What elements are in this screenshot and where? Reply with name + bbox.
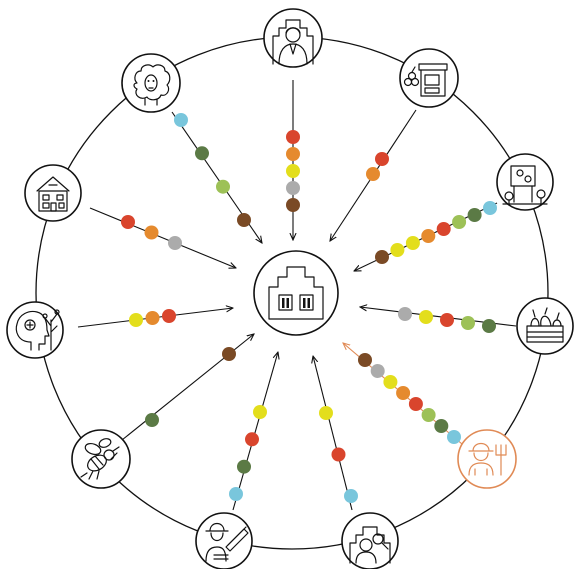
dot-dark_green-vegetable-crate (482, 319, 496, 333)
dot-orange-farmer-pitchfork (396, 386, 411, 400)
chainsaw-person-icon (195, 512, 253, 569)
flower-sign-icon (496, 153, 554, 211)
connector-arrow-house (89, 207, 236, 268)
bee-icon (71, 429, 131, 489)
head-plant-icon (6, 301, 64, 359)
dot-red-researcher-magnifier (331, 447, 346, 462)
dot-yellow-woodcutter-chainsaw (253, 405, 267, 419)
dot-brown-farmer-pitchfork (358, 353, 372, 367)
connector-arrow-researcher-magnifier (313, 356, 353, 511)
farmer-pitchfork-icon (457, 429, 517, 489)
dot-dark_green-woodcutter-chainsaw (237, 459, 251, 474)
market-stall-icon (399, 48, 459, 108)
dot-yellow-researcher-magnifier (319, 406, 333, 420)
house-icon (24, 164, 82, 222)
dot-red-head-with-plant (162, 309, 176, 323)
dot-red-woodcutter-chainsaw (245, 432, 259, 447)
dot-dark_green-bee (145, 413, 159, 427)
dot-light_green-farmer-pitchfork (421, 408, 436, 422)
dot-dark_green-flower-sign (467, 208, 482, 222)
dot-orange-market-stall (366, 167, 380, 181)
person-icon (263, 8, 323, 68)
dot-red-house (121, 215, 135, 229)
dot-gray-farmer-pitchfork (370, 364, 385, 378)
dot-red-person-stepped-frame (286, 130, 300, 144)
connector-arrow-woodcutter-chainsaw (232, 352, 278, 511)
dot-yellow-flower-sign (390, 243, 405, 257)
dot-brown-person-stepped-frame (286, 198, 300, 212)
dot-orange-person-stepped-frame (286, 147, 300, 161)
dot-yellow-head-with-plant (129, 313, 143, 327)
dot-blue-farmer-pitchfork (447, 430, 461, 444)
museum-building-icon (253, 250, 339, 336)
dot-red-farmer-pitchfork (408, 397, 423, 411)
dot-light_green-sheep (216, 179, 230, 194)
dot-blue-woodcutter-chainsaw (229, 487, 243, 501)
dot-brown-bee (222, 347, 236, 361)
dot-red-flower-sign (436, 222, 451, 236)
dot-blue-flower-sign (483, 201, 497, 215)
dot-gray-vegetable-crate (398, 307, 412, 321)
dot-yellow-farmer-pitchfork (383, 375, 398, 389)
dot-blue-sheep (174, 113, 188, 127)
vegetable-crate-icon (516, 297, 574, 355)
dot-orange-head-with-plant (145, 311, 160, 325)
dot-brown-flower-sign (375, 250, 389, 264)
magnifier-person-icon (341, 512, 399, 569)
dot-red-market-stall (375, 152, 389, 166)
sheep-icon (121, 53, 181, 113)
dot-light_green-flower-sign (452, 215, 467, 229)
dot-orange-house (144, 225, 159, 240)
dot-gray-person-stepped-frame (286, 181, 300, 195)
dot-dark_green-sheep (195, 146, 209, 161)
dot-yellow-flower-sign (405, 236, 420, 250)
dot-red-vegetable-crate (440, 313, 454, 327)
dot-blue-researcher-magnifier (344, 489, 358, 503)
dot-dark_green-farmer-pitchfork (434, 419, 449, 433)
dot-light_green-vegetable-crate (461, 316, 475, 330)
dot-yellow-person-stepped-frame (286, 164, 300, 178)
dot-orange-flower-sign (421, 229, 436, 243)
dot-brown-sheep (237, 213, 251, 227)
dot-layer (121, 113, 497, 503)
dot-yellow-vegetable-crate (419, 310, 433, 324)
dot-gray-house (168, 236, 182, 250)
